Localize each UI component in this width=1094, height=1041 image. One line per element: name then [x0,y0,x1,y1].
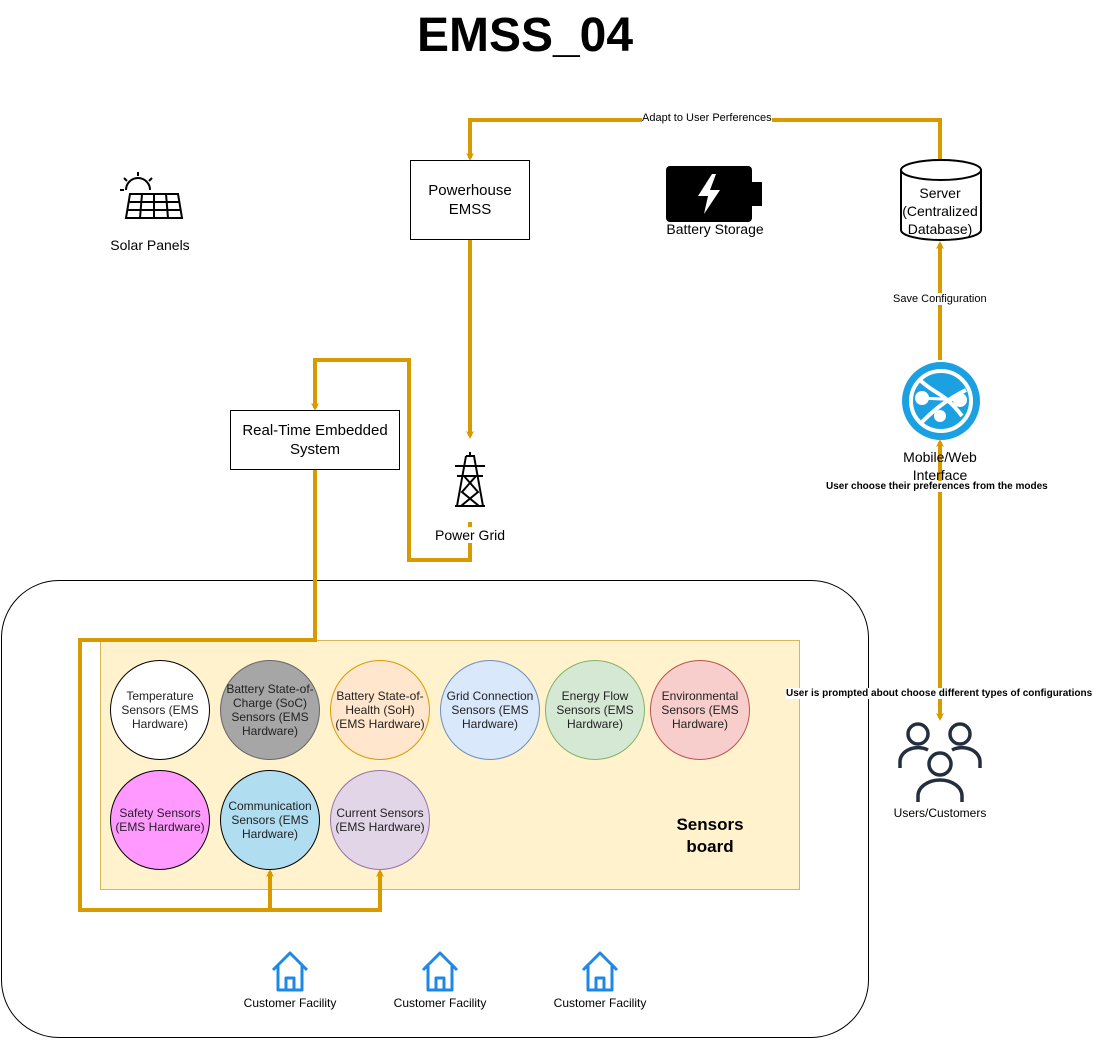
sensor-circle[interactable]: Communication Sensors (EMS Hardware) [220,770,320,870]
powerhouse-emss-box[interactable]: Powerhouse EMSS [410,160,530,240]
battery-storage-label: Battery Storage [666,221,764,237]
edge-label-adapt: Adapt to User Perferences [642,112,772,124]
edge-label-choose: User choose their preferences from the m… [826,481,1048,492]
edge-realtime-sensors [78,470,317,912]
sensor-circle[interactable]: Battery State-of-Health (SoH) (EMS Hardw… [330,660,430,760]
solar-panels-label: Solar Panels [110,237,190,253]
home-icon [421,951,459,992]
sensor-circle[interactable]: Environmental Sensors (EMS Hardware) [650,660,750,760]
home-icon [581,951,619,992]
customer-facility-label: Customer Facility [553,996,647,1010]
sensors-board-label: Sensors board [676,815,744,856]
sensor-circle[interactable]: Safety Sensors (EMS Hardware) [110,770,210,870]
sensor-label: Current Sensors (EMS Hardware) [335,806,425,834]
users-icon [898,722,982,802]
realtime-embedded-box[interactable]: Real-Time Embedded System [230,410,400,470]
sensor-circle[interactable]: Battery State-of-Charge (SoC) Sensors (E… [220,660,320,760]
sensor-label: Safety Sensors (EMS Hardware) [115,806,205,834]
sensor-label: Grid Connection Sensors (EMS Hardware) [446,689,534,731]
mobile-web-label: Mobile/Web Interface [903,449,977,483]
edge-to-current [270,869,384,912]
sensor-circle[interactable]: Temperature Sensors (EMS Hardware) [110,660,210,760]
customer-facility-label: Customer Facility [243,996,337,1010]
sensor-circle[interactable]: Energy Flow Sensors (EMS Hardware) [545,660,645,760]
solar-panel-icon [120,172,184,219]
edge-adapt [466,118,942,161]
globe-icon[interactable] [900,360,982,442]
sensor-label: Temperature Sensors (EMS Hardware) [121,689,199,731]
users-label: Users/Customers [893,806,987,820]
realtime-embedded-label: Real-Time Embedded System [242,422,388,458]
home-icon [271,951,309,992]
edge-label-prompted: User is prompted about choose different … [786,688,1093,699]
battery-icon [666,166,762,222]
diagram-title: EMSS_04 [416,9,634,62]
edge-label-save: Save Configuration [893,293,987,305]
sensor-circle[interactable]: Current Sensors (EMS Hardware) [330,770,430,870]
powerhouse-emss-label: Powerhouse EMSS [428,182,512,218]
database-icon [900,159,982,241]
sensor-label: Battery State-of-Charge (SoC) Sensors (E… [226,682,314,738]
power-grid-label: Power Grid [420,527,520,543]
power-tower-icon [455,452,485,507]
sensor-label: Communication Sensors (EMS Hardware) [228,799,312,841]
customer-facility-label: Customer Facility [393,996,487,1010]
sensor-label: Battery State-of-Health (SoH) (EMS Hardw… [335,689,425,731]
customer-area [1,580,869,1038]
sensor-circle[interactable]: Grid Connection Sensors (EMS Hardware) [440,660,540,760]
sensor-label: Environmental Sensors (EMS Hardware) [661,689,739,731]
server-label: Server (Centralized Database) [902,185,978,237]
sensor-label: Energy Flow Sensors (EMS Hardware) [556,689,634,731]
